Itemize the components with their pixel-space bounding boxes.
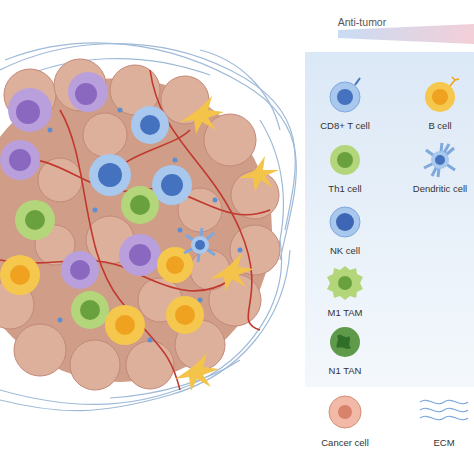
legend-label-holder: Th1 cell [328, 178, 361, 196]
header-label-holder: Anti-tumor [338, 12, 386, 30]
legend-label: NK cell [330, 245, 360, 256]
tumor-mass [0, 59, 280, 391]
legend-label-holder: B cell [428, 115, 451, 133]
legend-label-holder: M1 TAM [327, 302, 362, 320]
legend-label: Cancer cell [321, 437, 369, 448]
legend-label: N1 TAN [329, 365, 362, 376]
legend-label: CD8+ T cell [320, 120, 370, 131]
legend-label-holder: NK cell [330, 240, 360, 258]
legend-label-holder: CD8+ T cell [320, 115, 370, 133]
legend-label-holder: Cancer cell [321, 432, 369, 450]
legend-label: Th1 cell [328, 183, 361, 194]
header-label: Anti-tumor [338, 16, 386, 28]
legend-panel [305, 52, 474, 387]
legend-label-holder: N1 TAN [329, 360, 362, 378]
legend-label-holder: ECM [433, 432, 454, 450]
legend-label: M1 TAM [327, 307, 362, 318]
legend-label: Dendritic cell [413, 183, 467, 194]
legend-label: ECM [433, 437, 454, 448]
legend-label-holder: Dendritic cell [413, 178, 467, 196]
legend-label: B cell [428, 120, 451, 131]
